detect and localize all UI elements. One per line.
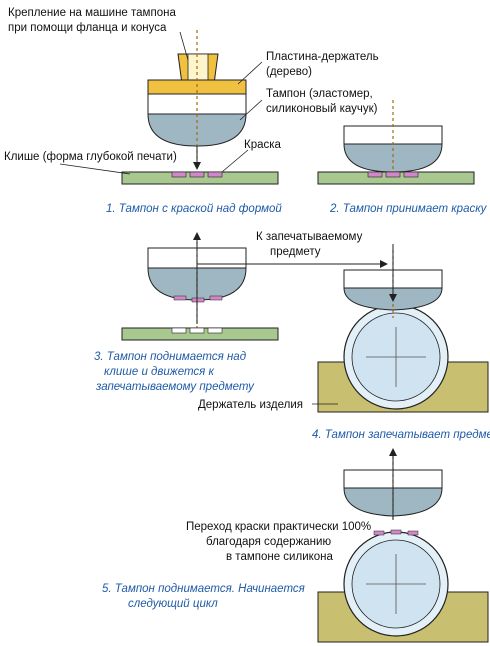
ink-on-pad xyxy=(209,295,223,301)
ink-spot xyxy=(385,171,401,178)
label-to-object-line1: К запечатываемому xyxy=(256,231,363,243)
label-holder-line1: Пластина-держатель xyxy=(266,51,379,63)
caption-step3-line2: клише и движется к xyxy=(104,366,215,378)
printed-ink xyxy=(373,530,385,536)
caption-step1: 1. Тампон с краской над формой xyxy=(106,203,282,215)
pad-body xyxy=(147,113,247,147)
ink-spot xyxy=(207,171,223,178)
label-mount-line1: Крепление на машине тампона xyxy=(8,7,176,19)
caption-step3-line1: 3. Тампон поднимается над xyxy=(94,351,246,363)
ink-on-pad xyxy=(173,295,187,301)
label-product-holder: Держатель изделия xyxy=(198,399,303,411)
label-to-object-line2: предмету xyxy=(270,246,321,258)
leader-mount xyxy=(179,31,189,61)
empty-cell xyxy=(207,327,223,334)
ink-on-pad xyxy=(191,297,205,303)
caption-step4: 4. Тампон запечатывает предмет xyxy=(312,429,490,441)
caption-step5-line2: следующий цикл xyxy=(128,598,218,610)
pad-top xyxy=(343,125,443,145)
leader-holder xyxy=(237,61,263,85)
label-transfer-line1: Переход краски практически 100% xyxy=(186,521,371,533)
ink-spot xyxy=(367,171,383,178)
ink-spot xyxy=(403,171,419,178)
leader-cliche xyxy=(59,163,131,175)
leader-ink xyxy=(221,149,249,173)
step3-group: К запечатываемому предмету 3. Тампон под… xyxy=(94,231,388,393)
label-ink: Краска xyxy=(244,139,282,151)
caption-step2: 2. Тампон принимает краску xyxy=(329,203,488,215)
label-pad-line2: силиконовый каучук) xyxy=(266,103,378,115)
label-mount-line2: при помощи фланца и конуса xyxy=(8,22,167,34)
label-holder-line2: (дерево) xyxy=(266,66,312,78)
step2-group: 2. Тампон принимает краску xyxy=(317,100,488,215)
ink-spot xyxy=(171,171,187,178)
printed-ink xyxy=(390,529,402,535)
empty-cell xyxy=(171,327,187,334)
step1-group: Крепление на машине тампона при помощи ф… xyxy=(4,7,379,215)
caption-step3-line3: запечатываемому предмету xyxy=(95,381,255,393)
caption-step5-line1: 5. Тампон поднимается. Начинается xyxy=(102,583,305,595)
label-transfer-line3: в тампоне силикона xyxy=(226,551,334,563)
step5-group: Переход краски практически 100% благодар… xyxy=(102,448,489,643)
printed-ink xyxy=(407,530,419,536)
leader-pad xyxy=(239,99,263,121)
label-pad-line1: Тампон (эластомер, xyxy=(266,88,373,100)
label-cliche: Клише (форма глубокой печати) xyxy=(4,151,177,163)
ink-spot xyxy=(189,171,205,178)
label-transfer-line2: благодаря содержанию xyxy=(206,536,331,548)
step4-group: Держатель изделия 4. Тампон запечатывает… xyxy=(198,244,490,441)
empty-cell xyxy=(189,327,205,334)
